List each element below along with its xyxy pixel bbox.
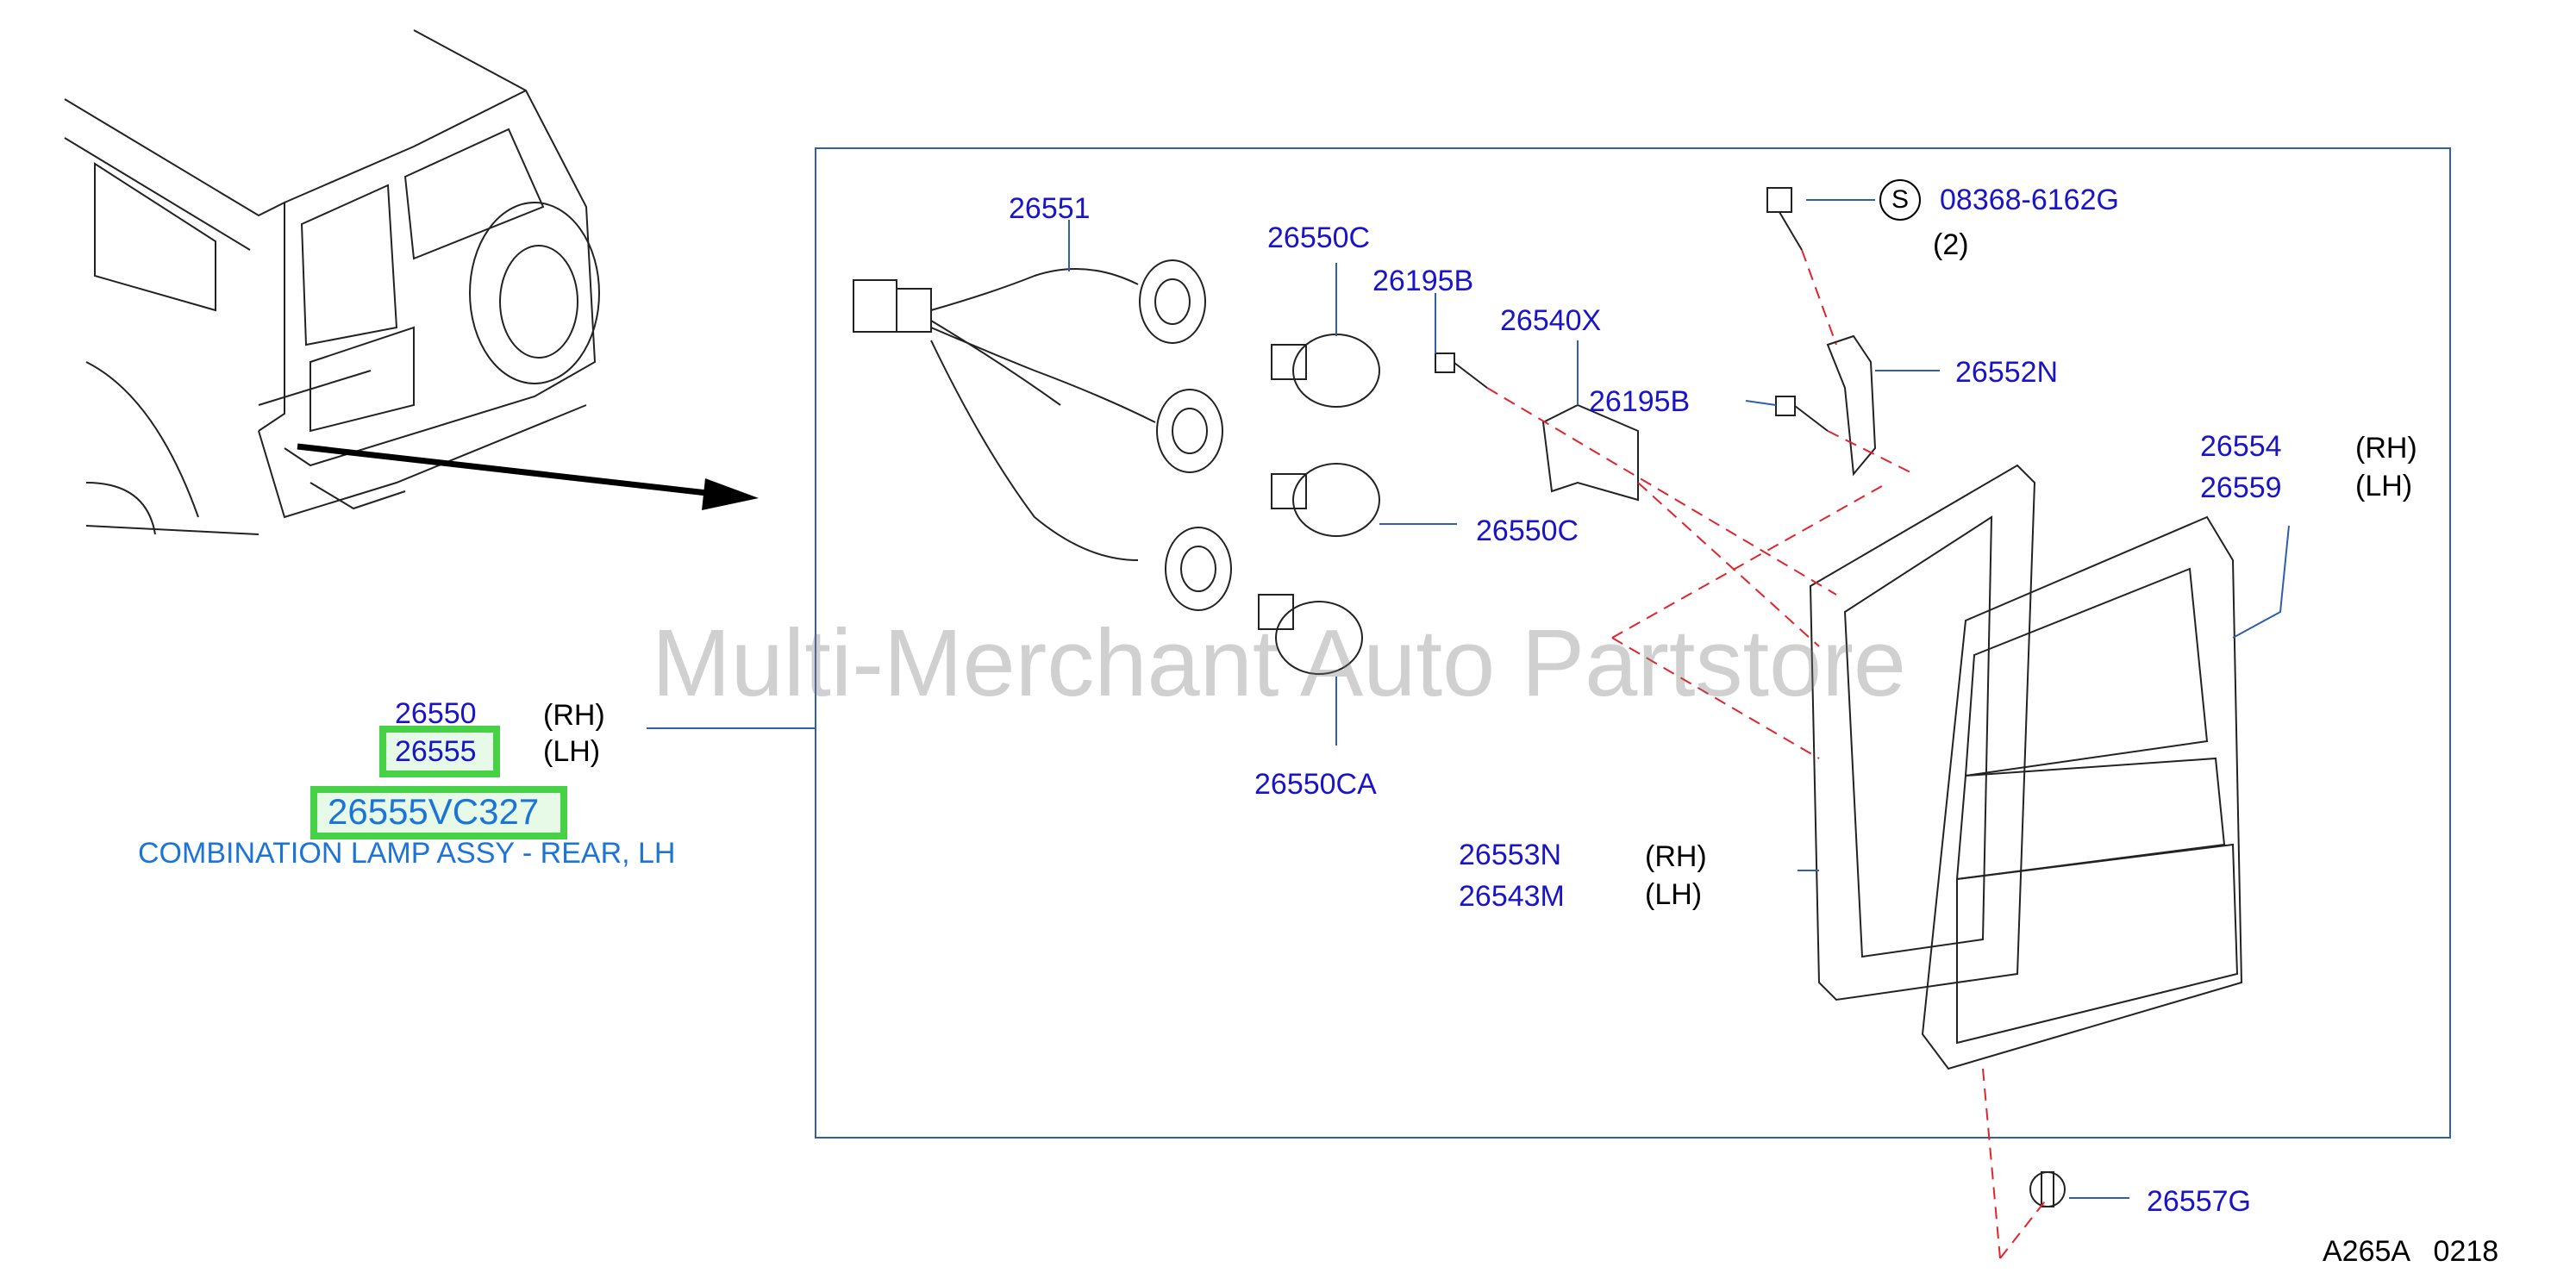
rh-side-label: (RH) xyxy=(543,699,605,732)
callout-clip[interactable]: 26557G xyxy=(2147,1185,2251,1218)
callout-bulb-top[interactable]: 26550C xyxy=(1267,221,1371,254)
s-symbol-icon: S xyxy=(1879,179,1921,221)
callout-harness[interactable]: 26551 xyxy=(1009,192,1091,225)
callout-bracket-n[interactable]: 26552N xyxy=(1955,356,2059,389)
part-description: COMBINATION LAMP ASSY - REAR, LH xyxy=(138,837,676,870)
clip-icon xyxy=(2029,1171,2066,1207)
bolt-icon xyxy=(1435,187,1829,432)
lamp-lh-side: (LH) xyxy=(2355,470,2413,502)
callout-lamp-rh[interactable]: 26554 xyxy=(2200,430,2282,463)
callout-arrow-head xyxy=(702,478,759,510)
gasket-rh-side: (RH) xyxy=(1645,840,1707,873)
spare-tire xyxy=(469,202,600,384)
part-code-link[interactable]: 26555VC327 xyxy=(328,791,540,832)
gasket-lh-side: (LH) xyxy=(1645,878,1703,911)
assembly-dashed-lines xyxy=(1486,249,2048,1259)
tail-lamp-icon xyxy=(1921,515,2243,1070)
callout-gasket-lh[interactable]: 26543M xyxy=(1459,880,1565,913)
part-number-lh-link[interactable]: 26555 xyxy=(395,735,477,768)
diagram-code: A265A 0218 xyxy=(2323,1235,2499,1268)
callout-lamp-lh[interactable]: 26559 xyxy=(2200,471,2282,504)
selected-part-highlight xyxy=(379,726,500,777)
bulb-icon xyxy=(1258,334,1380,675)
callout-arrow xyxy=(297,443,708,496)
part-code-highlight xyxy=(310,786,567,839)
lh-side-label: (LH) xyxy=(543,735,601,768)
gasket-icon xyxy=(1809,464,2036,1001)
lamp-rh-side: (RH) xyxy=(2355,432,2417,465)
wiring-harness-icon xyxy=(853,259,1232,611)
callout-bracket[interactable]: 26540X xyxy=(1500,304,1602,337)
callout-screw-mid[interactable]: 26195B xyxy=(1589,385,1691,418)
callout-bolt[interactable]: 08368-6162G xyxy=(1940,184,2119,216)
callout-screw-top[interactable]: 26195B xyxy=(1372,265,1474,297)
callout-leader-lines xyxy=(1068,199,2290,1199)
callout-gasket-rh[interactable]: 26553N xyxy=(1459,839,1562,871)
callout-bulb-bottom[interactable]: 26550CA xyxy=(1254,768,1377,801)
part-number-rh-link[interactable]: 26550 xyxy=(395,697,477,730)
bolt-quantity: (2) xyxy=(1933,228,1969,261)
suv-rear-view-icon xyxy=(64,29,600,535)
callout-bulb-mid[interactable]: 26550C xyxy=(1476,515,1579,547)
diagram-frame xyxy=(815,147,2451,1139)
